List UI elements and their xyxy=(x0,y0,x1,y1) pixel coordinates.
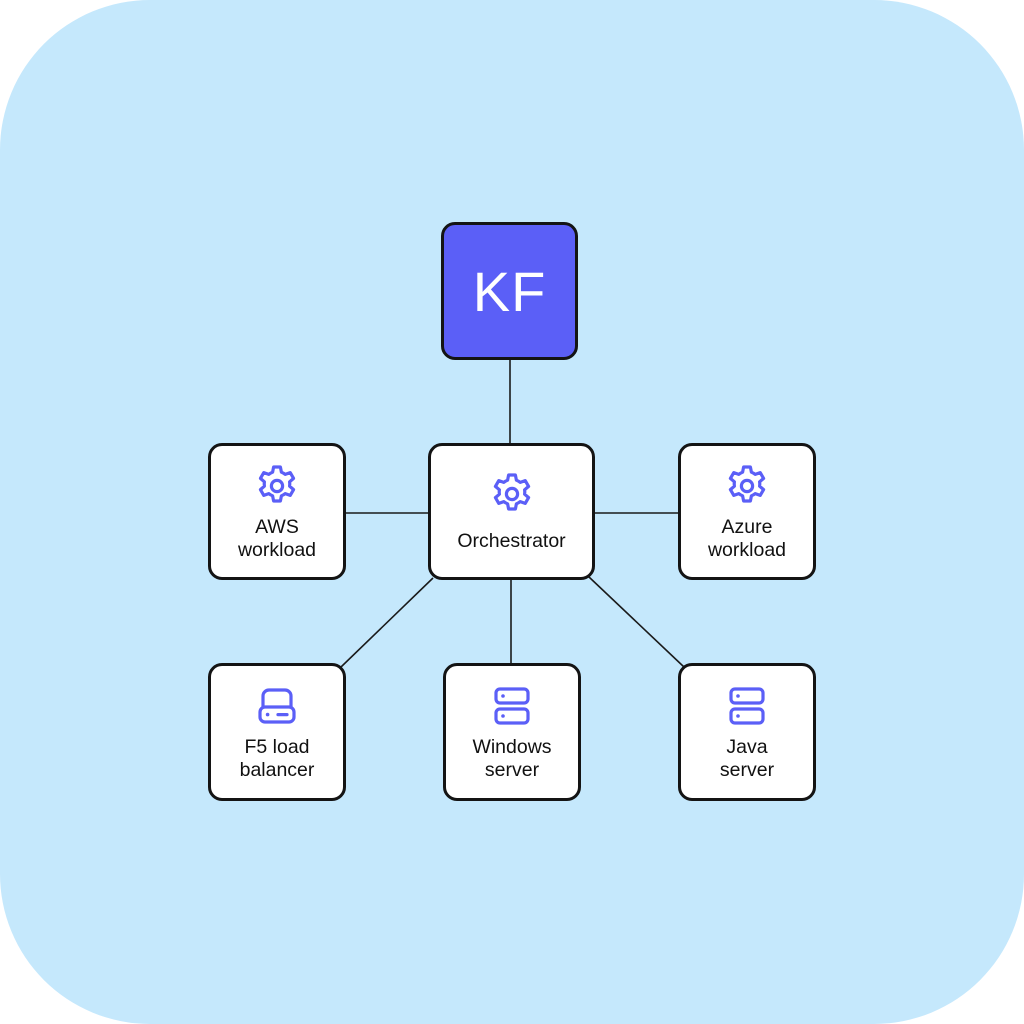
server-icon xyxy=(488,682,536,730)
node-label-line2: balancer xyxy=(239,759,315,781)
gear-icon xyxy=(253,462,301,510)
node-label-line1: F5 load xyxy=(244,736,310,758)
kf-root-node[interactable]: KF xyxy=(441,222,578,360)
node-label-line2: workload xyxy=(237,538,317,561)
node-label-line2: server xyxy=(719,759,775,781)
node-label-line1: Java xyxy=(726,736,768,758)
edge-orchestrator-java xyxy=(588,576,685,668)
edge-orchestrator-f5 xyxy=(340,577,434,668)
gear-icon xyxy=(723,462,771,510)
node-label-line2: server xyxy=(484,759,540,781)
node-label-line2: workload xyxy=(707,538,787,561)
kf-label: KF xyxy=(472,259,547,323)
server-icon xyxy=(723,682,771,730)
node-label: Orchestrator xyxy=(457,530,566,552)
node-label-line1: Azure xyxy=(721,515,773,538)
orchestrator-node[interactable]: Orchestrator xyxy=(428,443,595,580)
gear-icon xyxy=(488,470,536,518)
node-label-line1: Windows xyxy=(472,736,552,758)
node-label-line1: AWS xyxy=(255,515,299,538)
hard-drive-icon xyxy=(253,682,301,730)
